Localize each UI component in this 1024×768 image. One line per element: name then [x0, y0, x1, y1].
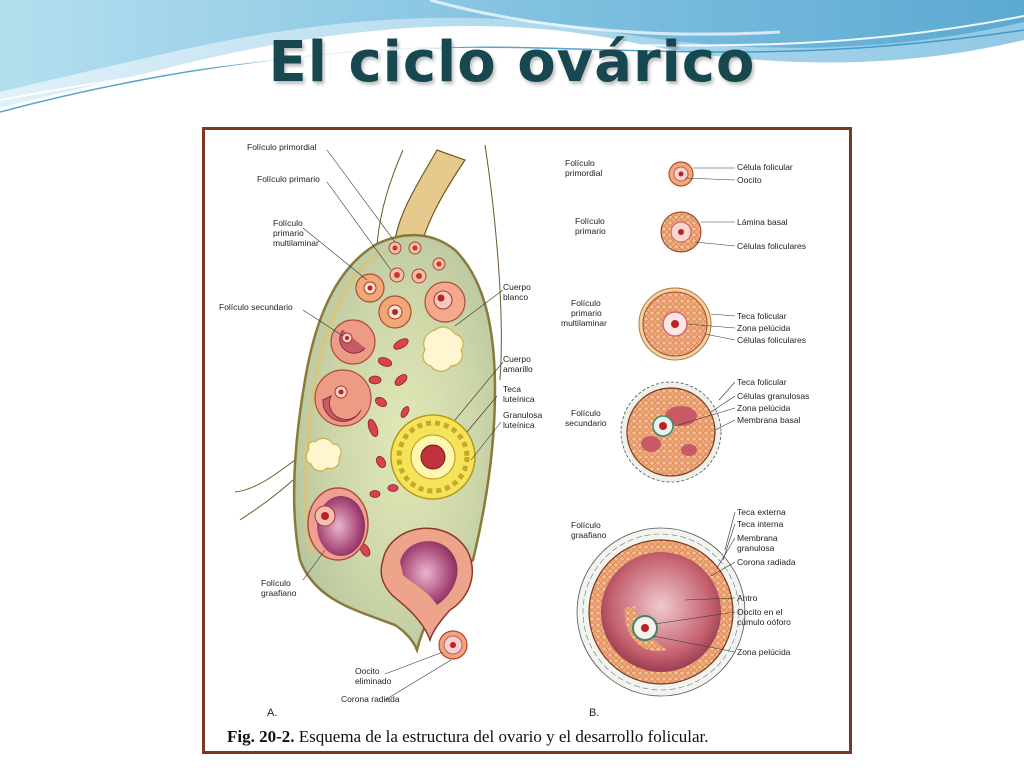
ruptured-follicle [380, 527, 473, 643]
caption-text: Esquema de la estructura del ovario y el… [294, 727, 709, 746]
atretic-follicles [359, 338, 410, 557]
s3-label-teca-folicular: Teca folicular [737, 311, 787, 321]
stage-primordial [668, 161, 694, 187]
label-cuerpo-blanco-1: Cuerpo [503, 282, 531, 292]
label-graafiano-2: graafiano [261, 588, 297, 598]
label-teca-luteinica-2: luteínica [503, 394, 535, 404]
s4-name-2: secundario [565, 418, 607, 428]
ovulated-oocyte [438, 630, 468, 660]
label-corona-radiada-a: Corona radiada [341, 694, 400, 704]
s5-label-granulosa: granulosa [737, 543, 775, 553]
panel-a-ovary: Folículo primordial Folículo primario Fo… [219, 142, 542, 719]
s3-name-1: Folículo [571, 298, 601, 308]
corpus-luteum [390, 414, 476, 500]
s1-name-2: primordial [565, 168, 602, 178]
stage-graafian [576, 527, 746, 697]
s5-label-membrana: Membrana [737, 533, 778, 543]
s5-label-cumulo-ooforo: cúmulo oóforo [737, 617, 791, 627]
label-foliculo-primordial: Folículo primordial [247, 142, 317, 152]
s3-label-zona-pelucida: Zona pelúcida [737, 323, 791, 333]
label-graafiano-1: Folículo [261, 578, 291, 588]
s4-label-zona-pelucida: Zona pelúcida [737, 403, 791, 413]
s5-name-2: graafiano [571, 530, 607, 540]
label-oocito-eliminado-2: eliminado [355, 676, 392, 686]
s2-label-celulas-foliculares: Células foliculares [737, 241, 806, 251]
s5-label-zona-pelucida: Zona pelúcida [737, 647, 791, 657]
s5-label-antro: Antro [737, 593, 758, 603]
panel-b-letter: B. [589, 707, 599, 719]
panel-a-letter: A. [267, 707, 277, 719]
s5-label-oocito-en-el: Oocito en el [737, 607, 782, 617]
label-multilaminar-3: multilaminar [273, 238, 319, 248]
s4-label-teca-folicular: Teca folicular [737, 377, 787, 387]
s3-name-3: multilaminar [561, 318, 607, 328]
s3-name-2: primario [571, 308, 602, 318]
label-oocito-eliminado-1: Oocito [355, 666, 380, 676]
stage-multilaminar [638, 287, 712, 361]
figure-caption: Fig. 20-2. Esquema de la estructura del … [227, 727, 709, 747]
s5-label-corona-radiada: Corona radiada [737, 557, 796, 567]
panel-b-stages: Folículo primordial Folículo primario Fo… [561, 158, 809, 719]
ovary-diagram: Folículo primordial Folículo primario Fo… [219, 142, 809, 719]
s2-label-lamina-basal: Lámina basal [737, 217, 788, 227]
stage-primary [660, 211, 702, 253]
label-granulosa-luteinica-2: luteínica [503, 420, 535, 430]
label-teca-luteinica-1: Teca [503, 384, 521, 394]
label-multilaminar-1: Folículo [273, 218, 303, 228]
label-cuerpo-blanco-2: blanco [503, 292, 528, 302]
panel-a-leader-lines [302, 149, 504, 701]
s4-label-celulas-granulosas: Células granulosas [737, 391, 809, 401]
graafian-follicle-ovary [307, 487, 369, 561]
primordial-follicles [388, 241, 446, 284]
s5-name-1: Folículo [571, 520, 601, 530]
s1-name-1: Folículo [565, 158, 595, 168]
label-multilaminar-2: primario [273, 228, 304, 238]
s4-label-membrana-basal: Membrana basal [737, 415, 800, 425]
s4-name-1: Folículo [571, 408, 601, 418]
stage-secondary [620, 381, 722, 483]
s5-label-teca-interna: Teca interna [737, 519, 784, 529]
label-foliculo-secundario: Folículo secundario [219, 302, 293, 312]
s3-label-celulas-foliculares: Células foliculares [737, 335, 806, 345]
panel-b-leader-lines [652, 167, 736, 653]
label-foliculo-primario: Folículo primario [257, 174, 320, 184]
slide-title: El ciclo ovárico [268, 30, 756, 95]
s2-name-1: Folículo [575, 216, 605, 226]
s1-label-celula-folicular: Célula folicular [737, 162, 793, 172]
label-cuerpo-amarillo-2: amarillo [503, 364, 533, 374]
figure-frame: Folículo primordial Folículo primario Fo… [202, 127, 852, 754]
s5-label-teca-externa: Teca externa [737, 507, 786, 517]
label-granulosa-luteinica-1: Granulosa [503, 410, 542, 420]
label-cuerpo-amarillo-1: Cuerpo [503, 354, 531, 364]
caption-number: Fig. 20-2. [227, 727, 295, 746]
s2-name-2: primario [575, 226, 606, 236]
s1-label-oocito: Oocito [737, 175, 762, 185]
